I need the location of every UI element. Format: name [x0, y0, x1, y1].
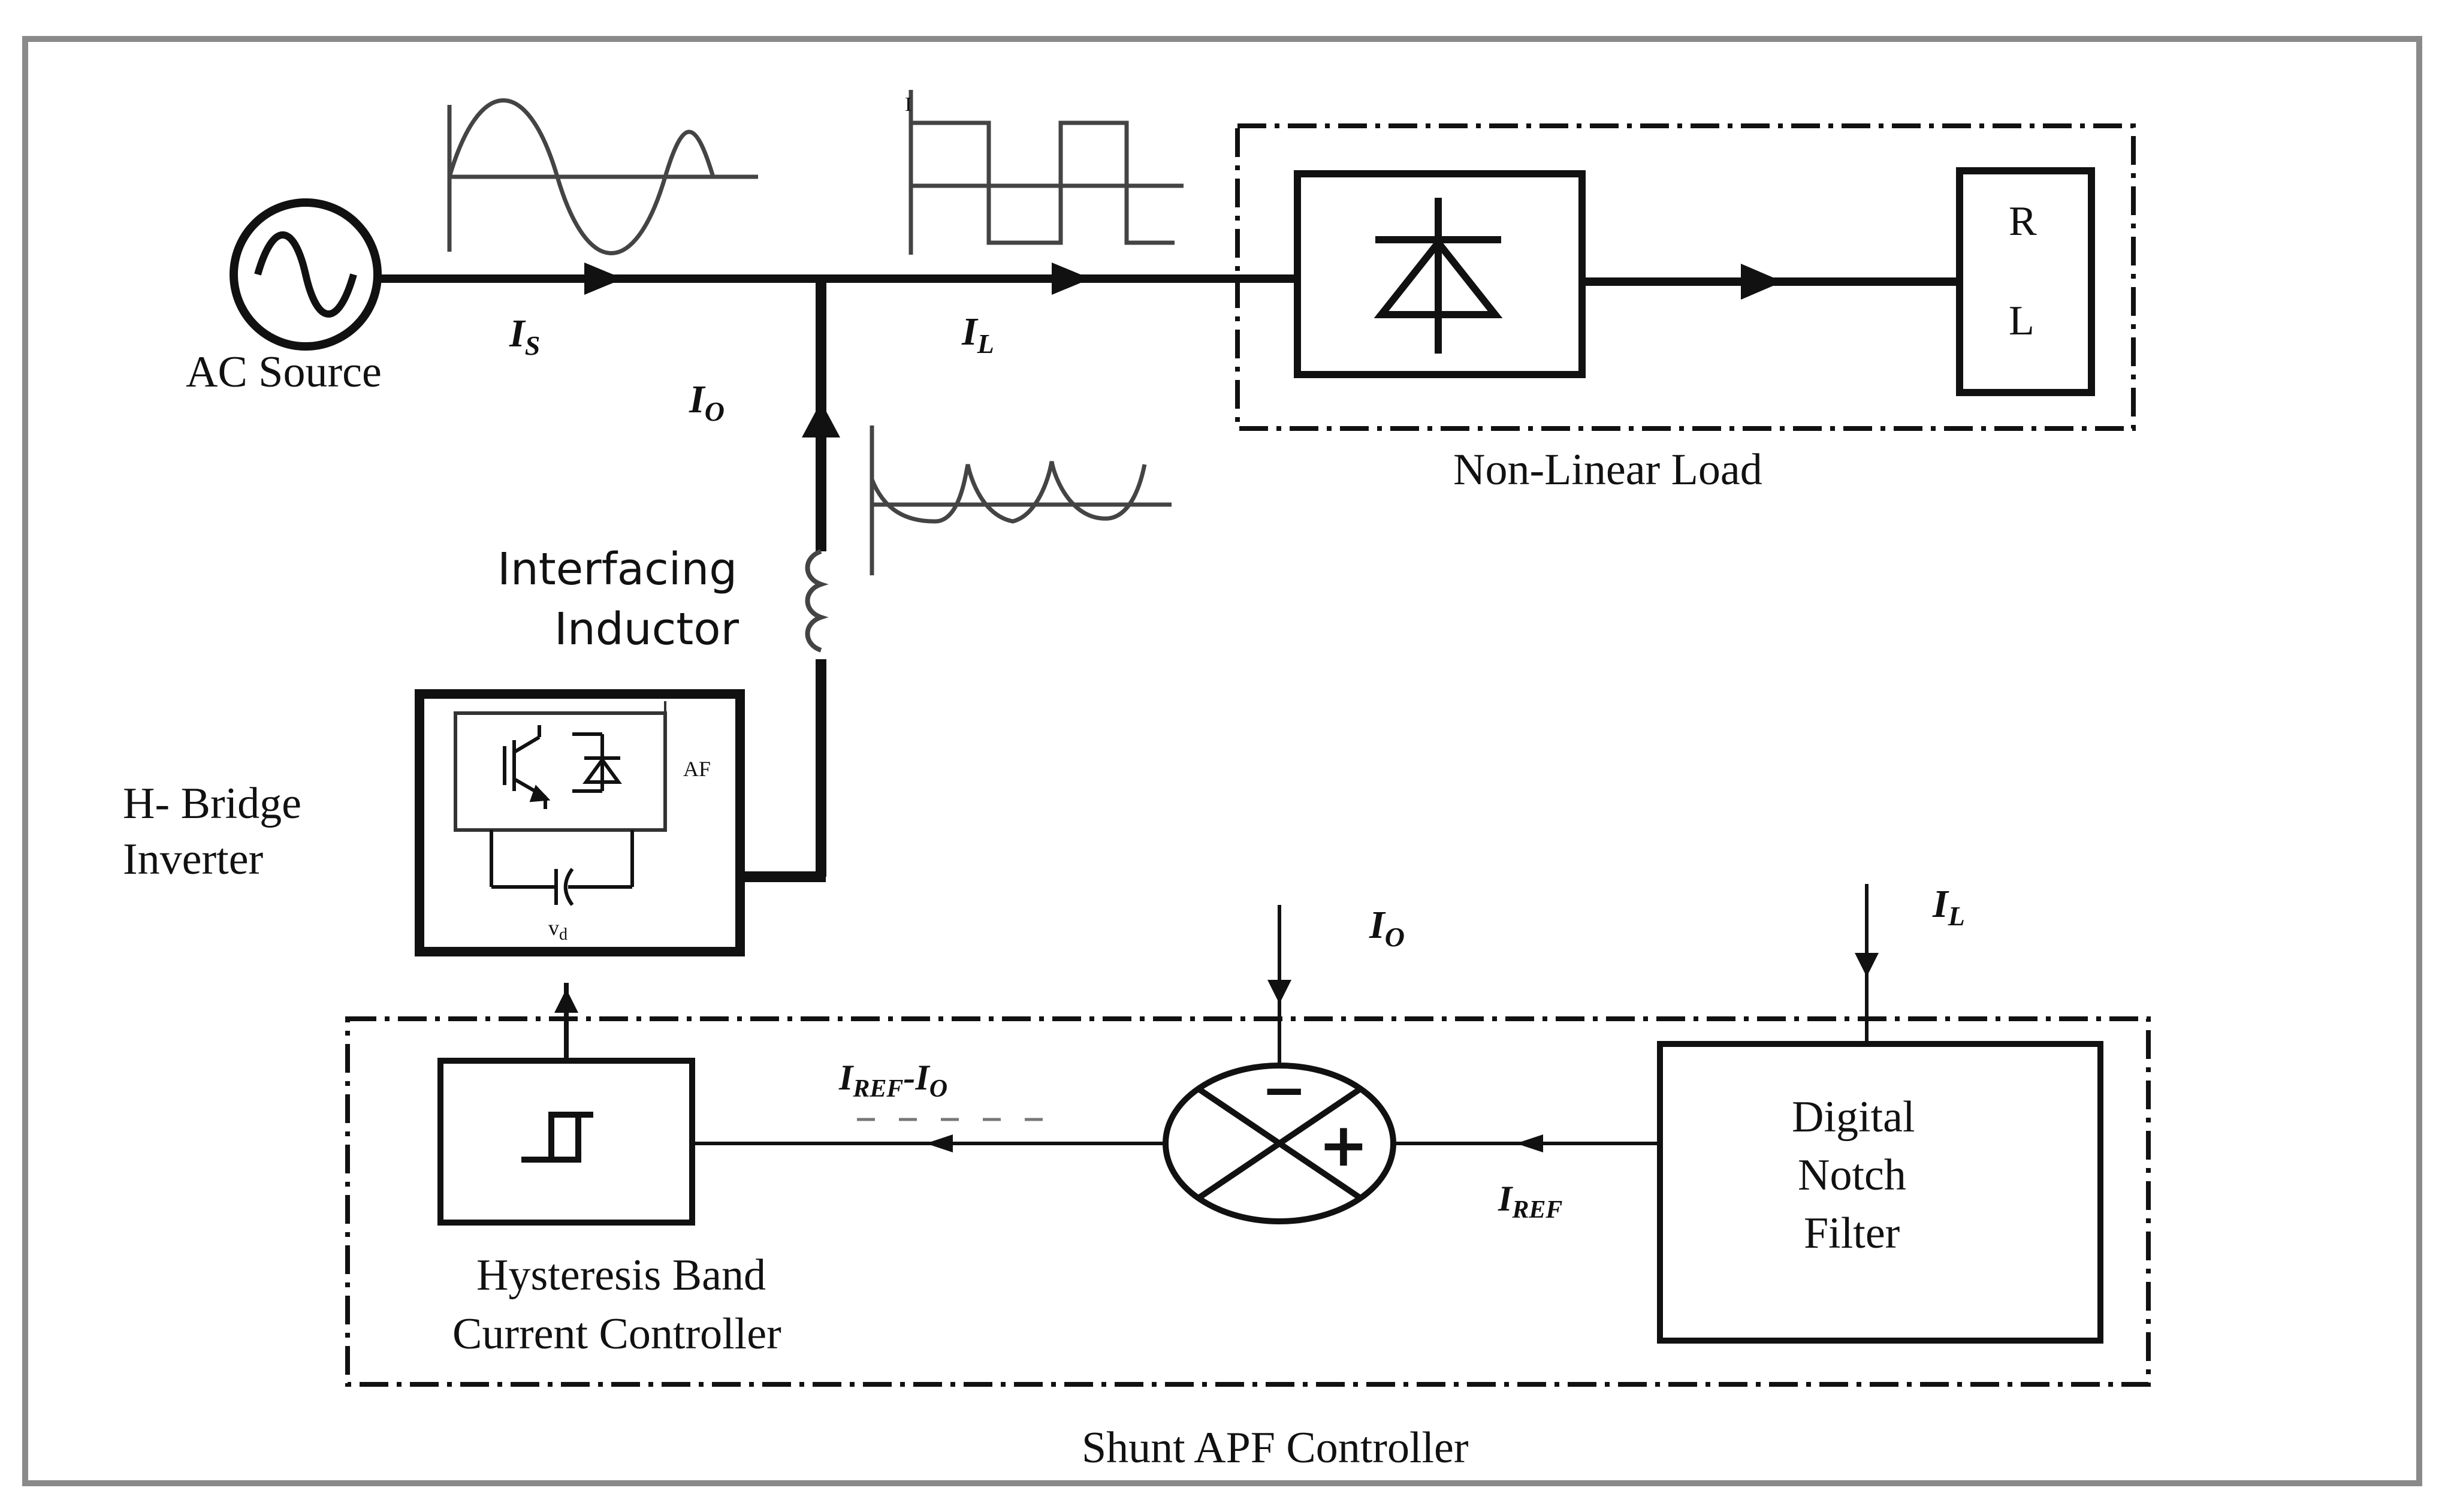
- non-linear-load-label: Non-Linear Load: [1453, 445, 1762, 494]
- hysteresis-controller-box: [437, 1058, 695, 1226]
- plus-sign: +: [1318, 1110, 1369, 1180]
- hbridge-label-2: Inverter: [123, 835, 263, 884]
- dc-link-capacitor: [490, 830, 634, 906]
- il-input-arrow: [1855, 953, 1879, 977]
- switch-module-box: [454, 711, 667, 832]
- notch-label-2: Notch: [1798, 1151, 1906, 1200]
- l-label: L: [2009, 298, 2035, 344]
- compensation-current-waveform: [870, 425, 1172, 575]
- shunt-apf-label: Shunt APF Controller: [1082, 1423, 1469, 1472]
- io-feedback-arrow: [1267, 980, 1291, 1004]
- il-label: IL: [961, 310, 994, 359]
- is-label: IS: [509, 312, 540, 361]
- il-input-label: IL: [1932, 882, 1965, 931]
- ac-source-symbol: [230, 198, 382, 351]
- iref-arrow: [1516, 1134, 1543, 1152]
- error-signal-label: IREF-IO: [838, 1058, 947, 1103]
- io-arrow: [802, 402, 840, 437]
- hysteresis-label-2: Current Controller: [452, 1309, 781, 1359]
- igbt-icon: [503, 725, 551, 809]
- load-wave-tick-label: I: [905, 93, 911, 116]
- notch-label-1: Digital: [1792, 1092, 1915, 1142]
- is-arrow: [584, 262, 623, 295]
- rectifier-arrow: [1741, 264, 1783, 300]
- notch-label-3: Filter: [1804, 1209, 1900, 1258]
- error-signal-arrow: [926, 1134, 953, 1152]
- vd-label: vd: [548, 916, 568, 944]
- io-label: IO: [689, 378, 725, 427]
- ac-source-label: AC Source: [186, 348, 382, 397]
- r-label: R: [2009, 198, 2037, 245]
- io-feedback-label: IO: [1369, 903, 1405, 952]
- source-current-waveform: [447, 98, 758, 255]
- hysteresis-label-1: Hysteresis Band: [476, 1251, 766, 1300]
- inductor-symbol: [805, 549, 829, 653]
- interfacing-label-1: Interfacing: [497, 544, 737, 595]
- outer-frame: [22, 36, 2422, 1486]
- shunt-apf-controller-box: [345, 1016, 2151, 1387]
- af-label: AF: [683, 757, 711, 781]
- rl-load-box: [1956, 167, 2095, 396]
- hbridge-label-1: H- Bridge: [123, 779, 301, 828]
- diode-icon: [1374, 198, 1503, 354]
- hysteresis-icon: [521, 1112, 593, 1163]
- non-linear-load-box: [1235, 123, 2136, 431]
- load-current-waveform: [908, 90, 1184, 255]
- h-bridge-inverter-box: [415, 689, 745, 956]
- gate-signal-arrow: [554, 989, 578, 1013]
- interfacing-label-2: Inductor: [554, 603, 739, 655]
- minus-sign: −: [1261, 1059, 1306, 1122]
- il-arrow: [1052, 262, 1091, 295]
- freewheel-diode-icon: [572, 732, 622, 793]
- digital-notch-filter-box: [1657, 1041, 2103, 1344]
- iref-label: IREF: [1498, 1179, 1562, 1224]
